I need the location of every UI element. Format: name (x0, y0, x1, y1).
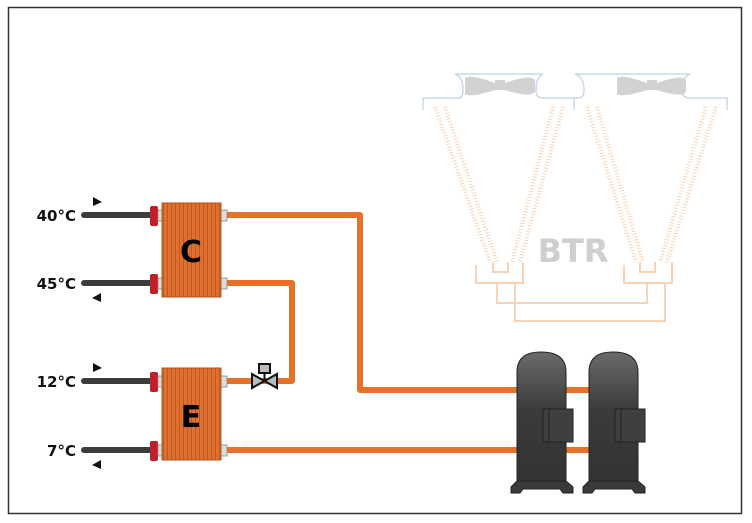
heat-exchanger-icon (161, 367, 222, 461)
arrow-left-icon (92, 293, 101, 302)
cooler-piping (475, 262, 673, 322)
fan-icon (422, 73, 728, 110)
evaporator-label: E (181, 400, 202, 435)
compressor-icon (582, 351, 646, 494)
coils (433, 106, 718, 263)
heat-exchanger-icon (161, 202, 222, 298)
arrow-right-icon (93, 197, 102, 206)
condenser-outlet-temp: 45°C (37, 275, 76, 293)
evaporator-outlet-temp: 7°C (47, 442, 76, 460)
fan-blades (465, 76, 686, 96)
dry-cooler-label: BTR (538, 232, 609, 270)
condenser: C (161, 202, 222, 298)
condenser-label: C (180, 235, 202, 270)
arrow-left-icon (92, 460, 101, 469)
evaporator-inlet-temp: 12°C (37, 373, 76, 391)
dry-cooler: BTR (422, 73, 728, 322)
water-piping (81, 197, 228, 469)
expansion-valve-icon (251, 363, 278, 390)
arrow-right-icon (93, 363, 102, 372)
condenser-inlet-temp: 40°C (37, 207, 76, 225)
compressor-icon (510, 351, 574, 494)
evaporator: E (161, 367, 222, 461)
